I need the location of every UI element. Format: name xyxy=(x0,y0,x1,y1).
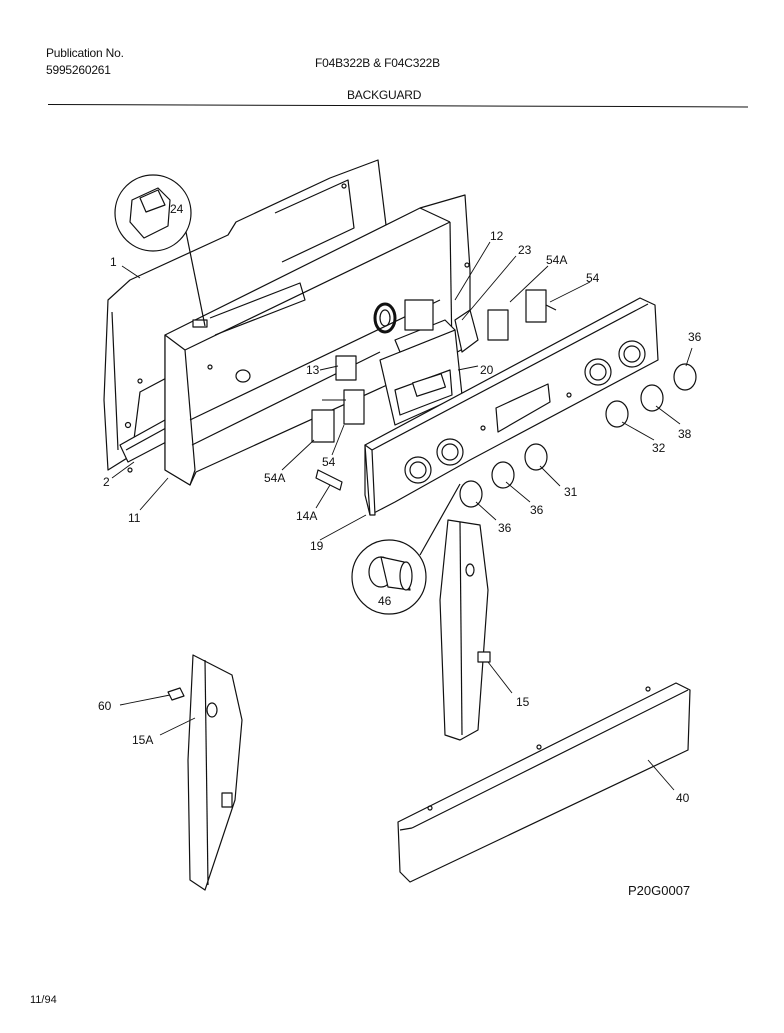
part-label-1: 1 xyxy=(110,255,117,269)
part-label-54a-top: 54A xyxy=(546,253,567,267)
part-label-46: 46 xyxy=(378,594,392,608)
part-label-31: 31 xyxy=(564,485,578,499)
rocker-switch-small xyxy=(335,355,357,381)
part-label-13: 13 xyxy=(306,363,320,377)
knob-callout xyxy=(351,483,461,615)
part-label-19: 19 xyxy=(310,539,324,553)
part-label-36-mid: 36 xyxy=(530,503,544,517)
publication-date: 11/94 xyxy=(30,994,57,1006)
part-label-11: 11 xyxy=(128,511,141,525)
section-title: BACKGUARD xyxy=(347,88,422,102)
switch-callout xyxy=(114,174,206,327)
part-label-15: 15 xyxy=(516,695,530,709)
diagram-code: P20G0007 xyxy=(628,883,691,898)
part-label-14a: 14A xyxy=(296,509,317,523)
part-labels: 1 2 11 12 23 54A 54 24 13 20 54A 54 14A … xyxy=(98,202,702,805)
infinite-switch-top xyxy=(487,289,557,341)
part-label-36-lower: 36 xyxy=(498,521,512,535)
part-label-12: 12 xyxy=(490,229,504,243)
control-knobs xyxy=(459,363,697,508)
part-label-32: 32 xyxy=(652,441,666,455)
part-label-54-top: 54 xyxy=(586,271,600,285)
part-label-20: 20 xyxy=(480,363,494,377)
infinite-switch-left xyxy=(311,389,365,443)
front-trim-bar xyxy=(397,682,691,883)
part-label-54-left: 54 xyxy=(322,455,336,469)
part-label-23: 23 xyxy=(518,243,532,257)
part-label-38: 38 xyxy=(678,427,692,441)
part-label-54a-left: 54A xyxy=(264,471,285,485)
part-label-24: 24 xyxy=(170,202,184,216)
side-trim-left xyxy=(167,654,243,891)
leader-lines xyxy=(111,241,693,791)
publication-label: Publication No. xyxy=(46,46,124,60)
small-bracket xyxy=(454,309,479,353)
part-label-2: 2 xyxy=(103,475,110,489)
part-label-15a: 15A xyxy=(132,733,153,747)
publication-number: 5995260261 xyxy=(46,63,111,77)
lamp-socket xyxy=(315,469,343,491)
control-panel xyxy=(364,297,659,516)
wire-harness xyxy=(373,299,434,334)
model-numbers: F04B322B & F04C322B xyxy=(315,56,440,70)
part-label-40: 40 xyxy=(676,791,690,805)
part-label-60: 60 xyxy=(98,699,112,713)
part-label-36-top: 36 xyxy=(688,330,702,344)
clock-timer-module xyxy=(379,319,463,426)
side-trim-right xyxy=(439,519,491,741)
